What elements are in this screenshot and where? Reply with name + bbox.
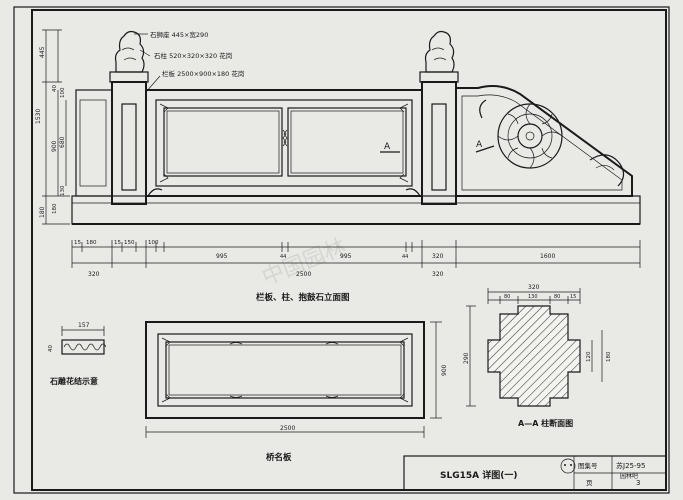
hdim-180: 180 xyxy=(86,240,97,246)
wechat-icon xyxy=(560,458,576,474)
hdim2-320b: 320 xyxy=(432,271,444,278)
column-section-view: 320 80 130 80 15 290 120 180 A—A 柱断面图 xyxy=(463,284,612,428)
callout-panel: 栏板 2500×900×180 花岗 xyxy=(162,69,244,78)
hdim-15b: 15 xyxy=(114,240,121,246)
panel-left-field xyxy=(163,107,283,177)
vdim-180b: 180 xyxy=(52,203,58,214)
hdim-44a: 44 xyxy=(280,254,286,260)
section-dim-320: 320 xyxy=(528,284,540,291)
vdim-445: 445 xyxy=(39,46,46,58)
wechat-watermark: 园林吧 xyxy=(620,472,638,480)
section-dim-80b: 80 xyxy=(554,294,560,300)
page-label: 页 xyxy=(586,479,593,487)
right-post xyxy=(421,81,457,205)
plaque-height-dim: 900 xyxy=(441,364,448,376)
hdim-44b: 44 xyxy=(402,254,408,260)
plaque-width-dim: 2500 xyxy=(280,425,295,432)
left-post xyxy=(111,81,147,205)
caption-ornament: 石雕花结示意 xyxy=(49,376,98,386)
sheet-frame xyxy=(13,6,670,494)
page-number: 3 xyxy=(636,479,640,487)
drum-stone xyxy=(455,85,633,197)
left-partial-panel xyxy=(75,89,113,197)
elevation-view: A A 石狮座 445×宽290 石柱 520×320×320 花岗 栏板 25… xyxy=(35,29,641,303)
panel-right-field xyxy=(287,107,407,177)
atlas-number: 苏J25-95 xyxy=(616,461,645,470)
section-dim-120: 120 xyxy=(586,351,592,362)
hdim2-320a: 320 xyxy=(88,271,100,278)
caption-elevation: 栏板、柱、抱鼓石立面图 xyxy=(256,292,350,303)
main-balustrade-panel xyxy=(145,89,423,197)
callout-post: 石柱 520×320×320 花岗 xyxy=(154,51,232,60)
name-plaque-view: 2500 900 桥名板 xyxy=(145,321,448,463)
vertical-dimensions: 445 1530 900 680 180 100 130 180 40 xyxy=(35,29,70,225)
hdim-995b: 995 xyxy=(340,253,352,260)
ornament-detail: 157 40 石雕花结示意 xyxy=(48,322,107,386)
hdim-320a: 320 xyxy=(432,253,444,260)
plaque-inner-frame xyxy=(157,333,413,407)
base-slab xyxy=(71,195,641,225)
drum-scroll-ornament xyxy=(479,99,625,187)
ornament-side-dim: 40 xyxy=(48,345,54,352)
hdim-150: 150 xyxy=(124,240,135,246)
section-mark-left: A xyxy=(384,142,391,152)
vdim-100: 100 xyxy=(60,87,66,98)
section-dim-80a: 80 xyxy=(504,294,510,300)
section-dim-290: 290 xyxy=(463,352,470,364)
horizontal-dimensions: 15 180 15 150 100 995 44 995 44 320 1600… xyxy=(71,240,641,278)
caption-section: A—A 柱断面图 xyxy=(518,418,573,428)
hdim-15: 15 xyxy=(74,240,81,246)
vdim-680: 680 xyxy=(59,136,66,148)
ornament-strip xyxy=(61,339,105,355)
section-dim-15: 15 xyxy=(570,294,576,300)
caption-plaque: 桥名板 xyxy=(266,452,292,463)
section-dim-180: 180 xyxy=(606,351,612,362)
plaque-outer xyxy=(145,321,425,419)
vdim-180: 180 xyxy=(39,206,46,218)
vdim-130: 130 xyxy=(60,185,66,196)
title-block-title: SLG15A 详图(一) xyxy=(440,469,517,481)
ornament-dim: 157 xyxy=(78,322,90,329)
inner-frame xyxy=(31,9,667,491)
left-lion-ornament xyxy=(114,30,145,73)
plaque-field xyxy=(165,341,405,399)
section-mark-right: A xyxy=(476,140,483,150)
hdim-100: 100 xyxy=(148,240,159,246)
hdim-995a: 995 xyxy=(216,253,228,260)
vdim-40: 40 xyxy=(52,85,58,92)
atlas-label: 图集号 xyxy=(578,461,598,470)
hdim-1600: 1600 xyxy=(540,253,555,260)
callout-lion: 石狮座 445×宽290 xyxy=(150,30,208,39)
right-lion-ornament xyxy=(424,30,455,73)
column-section-hatch xyxy=(487,305,581,407)
section-dim-130: 130 xyxy=(528,294,538,300)
vdim-1530: 1530 xyxy=(35,109,42,124)
vdim-900: 900 xyxy=(51,140,58,152)
title-block: SLG15A 详图(一) 图集号 苏J25-95 页 3 园林吧 xyxy=(403,455,667,491)
hdim2-2500: 2500 xyxy=(296,271,311,278)
